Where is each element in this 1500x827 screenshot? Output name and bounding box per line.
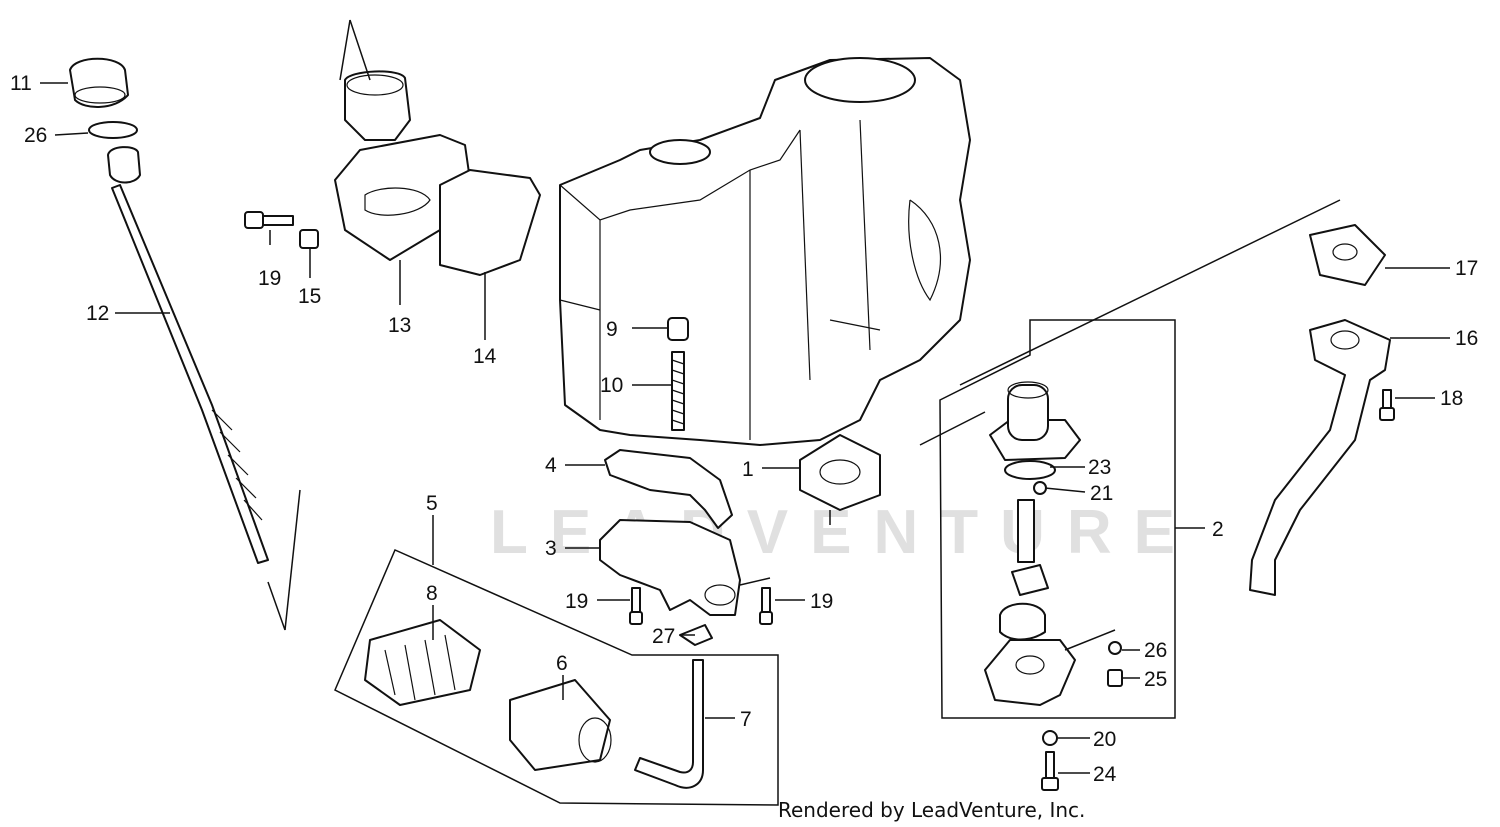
pump-housing [989, 381, 1081, 461]
outer-rotor [999, 602, 1046, 641]
oil-filler-cap [69, 57, 129, 108]
callout-18: 18 [1440, 387, 1463, 410]
pump-pin [1033, 481, 1047, 495]
oil-pump-cover [599, 519, 741, 616]
callout-23: 23 [1088, 456, 1111, 479]
callout-7: 7 [740, 708, 752, 731]
callout-16: 16 [1455, 327, 1478, 350]
callout-3: 3 [545, 537, 557, 560]
o-ring [88, 121, 138, 139]
callout-1: 1 [742, 458, 754, 481]
collar [299, 229, 319, 249]
pump-o-ring [1004, 460, 1056, 480]
callout-19-b: 19 [565, 590, 588, 613]
callout-10: 10 [600, 374, 623, 397]
callout-4: 4 [545, 454, 557, 477]
pipe-gasket [1309, 224, 1386, 286]
callout-6: 6 [556, 652, 568, 675]
callout-12: 12 [86, 302, 109, 325]
callout-15: 15 [298, 285, 321, 308]
pump-base-cover [984, 639, 1076, 706]
callout-9: 9 [606, 318, 618, 341]
inner-rotor [1011, 564, 1049, 596]
oil-pump-group-outline [939, 319, 1176, 719]
callout-22: 26 [24, 124, 47, 147]
rendered-by-credit: Rendered by LeadVenture, Inc. [778, 798, 1085, 822]
strainer-group-outline [334, 549, 779, 806]
callout-13: 13 [388, 314, 411, 337]
flange-gasket-1 [799, 434, 881, 511]
callout-27: 27 [652, 625, 675, 648]
oil-pump-gasket [604, 449, 733, 529]
callout-21: 21 [1090, 482, 1113, 505]
callout-8: 8 [426, 582, 438, 605]
bolt-24 [1041, 751, 1059, 791]
callout-20: 20 [1093, 728, 1116, 751]
dowel-pin [667, 317, 689, 341]
callout-26: 26 [1144, 639, 1167, 662]
callout-11: 11 [10, 72, 32, 95]
callout-25: 25 [1144, 668, 1167, 691]
hose-clamp [679, 624, 713, 646]
callout-19-c: 19 [810, 590, 833, 613]
bolt-19-top [244, 211, 294, 229]
engine-block [559, 57, 971, 446]
breather-gasket [439, 169, 541, 276]
washer-20 [1042, 730, 1058, 746]
callout-14: 14 [473, 345, 497, 368]
bolt-18 [1379, 389, 1395, 421]
strainer-screen [364, 619, 481, 706]
pump-shaft [1017, 499, 1035, 563]
callout-labels: 11 26 12 19 15 13 14 9 10 4 1 5 3 19 19 … [10, 72, 1478, 786]
oil-return-pipe [1249, 319, 1391, 596]
callout-5: 5 [426, 492, 438, 515]
oil-pipe [634, 659, 704, 789]
callout-17: 17 [1455, 257, 1478, 280]
bolt-19-left [629, 587, 643, 625]
stud-bolt [671, 351, 685, 431]
callout-24: 24 [1093, 763, 1117, 786]
leader-lines [40, 82, 1450, 774]
oil-dipstick [107, 146, 269, 564]
callout-19-a: 19 [258, 267, 281, 290]
bolt-25 [1107, 669, 1123, 687]
callout-2: 2 [1212, 518, 1224, 541]
filter-element [509, 679, 612, 771]
breather-cover [334, 70, 471, 261]
bolt-19-right [759, 587, 773, 625]
washer-26 [1108, 641, 1122, 655]
